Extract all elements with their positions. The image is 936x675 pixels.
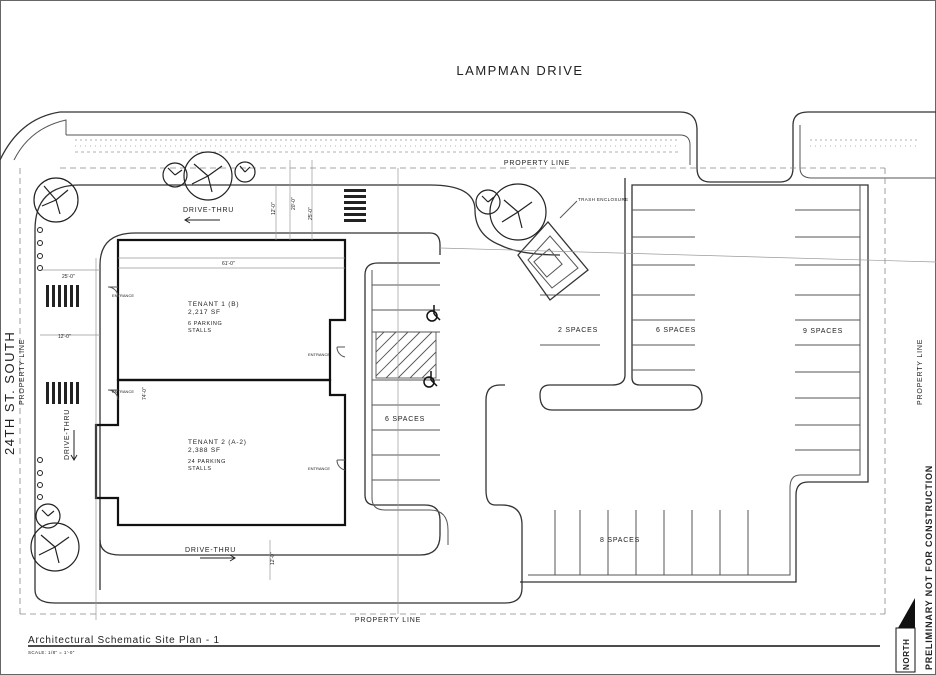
accessible-parking-icon (423, 371, 438, 388)
island-west-curb (99, 262, 441, 556)
trash-enclosure (517, 200, 589, 301)
drive-thru-label-north: DRIVE-THRU (183, 207, 234, 214)
tenant-2-area: 2,388 SF (188, 447, 221, 454)
tenant-1-area: 2,217 SF (188, 309, 221, 316)
tree-icon (489, 183, 547, 241)
drive-thru-label-west: DRIVE-THRU (64, 409, 71, 460)
tenant-2-stalls: STALLS (188, 466, 212, 472)
parking-count-label: 6 SPACES (656, 327, 696, 334)
tenant-1-name: TENANT 1 (B) (188, 301, 239, 308)
tenant-2-name: TENANT 2 (A-2) (188, 439, 247, 446)
crosswalk (46, 285, 79, 307)
drawing-scale: SCALE: 1/8" = 1'-0" (28, 650, 75, 655)
crosswalk (46, 382, 79, 404)
dimension-label: 25'-0" (62, 274, 75, 280)
landscape-stipple (75, 139, 920, 153)
corner-curb-inner (13, 119, 67, 161)
tree-icon (30, 522, 80, 572)
arrow-left-icon (184, 216, 220, 224)
entrance-door (107, 389, 119, 401)
tree-icon (234, 161, 256, 183)
property-line-south-label: PROPERTY LINE (355, 617, 421, 624)
south-curb (34, 384, 523, 604)
tree-icon (33, 177, 79, 223)
dimension-label: 74'-0" (142, 387, 148, 400)
preliminary-disclaimer: PRELIMINARY NOT FOR CONSTRUCTION (924, 465, 934, 670)
parking-lot-outline (520, 178, 869, 583)
entrance-door (336, 459, 346, 471)
parking-stalls-south (554, 510, 749, 575)
drive-thru-label-south: DRIVE-THRU (185, 547, 236, 554)
tree-icon (183, 151, 233, 201)
tenant-2-building (94, 378, 347, 527)
arrow-right-icon (200, 554, 236, 562)
entrance-label: ENTRANCE (112, 389, 134, 394)
parking-stalls-center (540, 209, 695, 371)
entrance-door (107, 286, 119, 298)
parking-lot-inner (528, 185, 861, 576)
entrance-label: ENTRANCE (308, 352, 330, 357)
tree-icon (35, 503, 61, 529)
trash-enclosure-label: TRASH ENCLOSURE (578, 197, 629, 202)
lampman-curb (0, 111, 936, 183)
parking-count-label: 2 SPACES (558, 327, 598, 334)
dimension-label: 12'-0" (270, 552, 276, 565)
parking-count-label: 8 SPACES (600, 537, 640, 544)
arrow-down-icon (70, 430, 78, 461)
dimension-label: 25'-0" (308, 207, 314, 220)
parking-count-label: 6 SPACES (385, 416, 425, 423)
drive-thru-outer-lane (34, 184, 561, 590)
east-curb (799, 125, 936, 179)
street-label-24th: 24TH ST. SOUTH (2, 331, 17, 455)
accessible-parking-icon (426, 305, 441, 322)
dimension-grid (40, 160, 936, 620)
parking-count-label: 9 SPACES (803, 328, 843, 335)
property-line-north-label: PROPERTY LINE (504, 160, 570, 167)
tree-icon (162, 162, 188, 188)
tenant-1-stalls: STALLS (188, 328, 212, 334)
north-label: NORTH (902, 639, 911, 670)
property-line-west-label: PROPERTY LINE (19, 339, 26, 405)
bollards (37, 227, 43, 500)
street-label-lampman: LAMPMAN DRIVE (456, 63, 583, 78)
accessible-aisle-hatch (375, 331, 437, 379)
dimension-label: 61'-0" (222, 261, 235, 267)
drawing-title: Architectural Schematic Site Plan - 1 (28, 635, 220, 646)
entrance-label: ENTRANCE (308, 466, 330, 471)
drive-thru-inner-lane (99, 232, 441, 590)
parking-stalls-west (372, 284, 440, 481)
entrance-label: ENTRANCE (112, 293, 134, 298)
crosswalk (344, 189, 366, 222)
tenant-1-parking: 6 PARKING (188, 321, 222, 327)
tenant-2-parking: 24 PARKING (188, 459, 226, 465)
dimension-label: 12'-0" (58, 334, 71, 340)
landscape-strip-edge (66, 134, 691, 165)
west-stall-edge (371, 270, 449, 545)
property-line-east-label: PROPERTY LINE (917, 339, 924, 405)
entrance-door (336, 346, 346, 358)
tree-icon (475, 189, 501, 215)
parking-stalls-east (795, 209, 860, 451)
north-arrow-icon (895, 598, 916, 673)
dimension-label: 12'-0" (271, 202, 277, 215)
dimension-label: 20'-0" (291, 197, 297, 210)
